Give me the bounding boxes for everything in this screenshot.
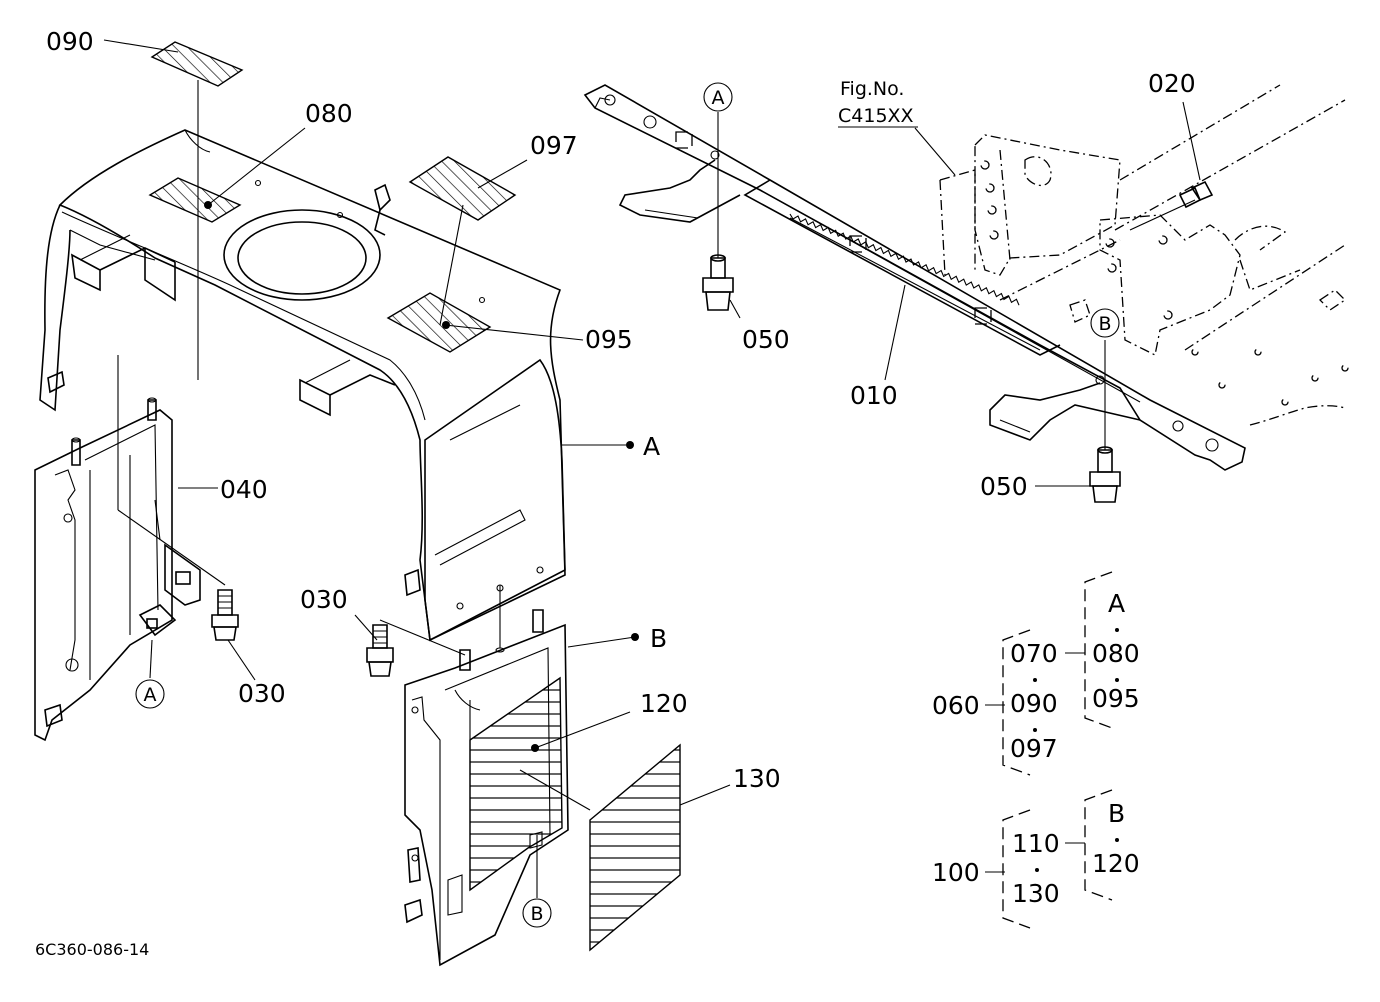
callout-b-bottom: B	[522, 898, 552, 928]
kit-100-item-1: 110	[1012, 829, 1060, 858]
decal-097	[408, 156, 517, 221]
label-095: 095	[585, 325, 633, 354]
decal-080	[148, 177, 242, 223]
label-040: 040	[220, 475, 268, 504]
side-cover-040	[34, 397, 201, 742]
callout-a-left: A	[135, 679, 165, 709]
kit-060-item-1: 070	[1010, 639, 1058, 668]
screen-130	[589, 743, 681, 952]
kit-060: 060 070 090 097 A 080 095	[932, 571, 1140, 776]
callout-b-right: B	[1090, 308, 1120, 338]
svg-text:A: A	[144, 684, 157, 706]
leader-lines	[103, 39, 1201, 898]
svg-text:C415XX: C415XX	[838, 105, 914, 127]
svg-text:B: B	[1098, 313, 1111, 335]
decal-090	[150, 41, 244, 87]
frame-stay-010	[583, 84, 1246, 471]
part-labels: 090 080 097 095 A 040 030 030 B 120 130 …	[46, 27, 1196, 793]
kit-060-sub-ref: A	[1108, 589, 1125, 618]
label-050-bottom: 050	[980, 472, 1028, 501]
label-ref-a: A	[643, 432, 660, 461]
kit-100-sub-ref: B	[1108, 799, 1125, 828]
bolt-030-right	[366, 624, 394, 677]
kit-100-sub-item-1: 120	[1092, 849, 1140, 878]
svg-text:A: A	[712, 87, 725, 109]
grille-120	[469, 676, 563, 892]
label-020: 020	[1148, 69, 1196, 98]
label-050-top: 050	[742, 325, 790, 354]
figure-reference: Fig.No. C415XX	[838, 78, 918, 128]
label-120: 120	[640, 689, 688, 718]
kit-100: 100 110 130 B 120	[932, 789, 1140, 929]
kit-060-sub-item-2: 095	[1092, 684, 1140, 713]
label-010: 010	[850, 381, 898, 410]
label-097: 097	[530, 131, 578, 160]
kit-060-sub-item-1: 080	[1092, 639, 1140, 668]
label-ref-b: B	[650, 624, 667, 653]
label-090: 090	[46, 27, 94, 56]
bonnet-hood	[39, 129, 566, 642]
bolt-050-top	[702, 254, 734, 311]
kit-060-item-3: 097	[1010, 734, 1058, 763]
svg-text:B: B	[530, 903, 543, 925]
svg-text:Fig.No.: Fig.No.	[840, 78, 904, 100]
bolt-020	[1129, 180, 1214, 231]
callout-a-top: A	[703, 82, 733, 112]
kit-060-item-2: 090	[1010, 689, 1058, 718]
label-030-right: 030	[300, 585, 348, 614]
kit-100-id: 100	[932, 858, 980, 887]
decal-095	[386, 292, 492, 353]
bolt-050-bottom	[1089, 446, 1121, 503]
bolt-030-left	[211, 589, 239, 641]
drawing-code: 6C360-086-14	[35, 940, 149, 959]
frame-context-dashed	[939, 84, 1349, 426]
label-130: 130	[733, 764, 781, 793]
kit-100-item-2: 130	[1012, 879, 1060, 908]
kit-060-id: 060	[932, 691, 980, 720]
label-080: 080	[305, 99, 353, 128]
label-030-left: 030	[238, 679, 286, 708]
